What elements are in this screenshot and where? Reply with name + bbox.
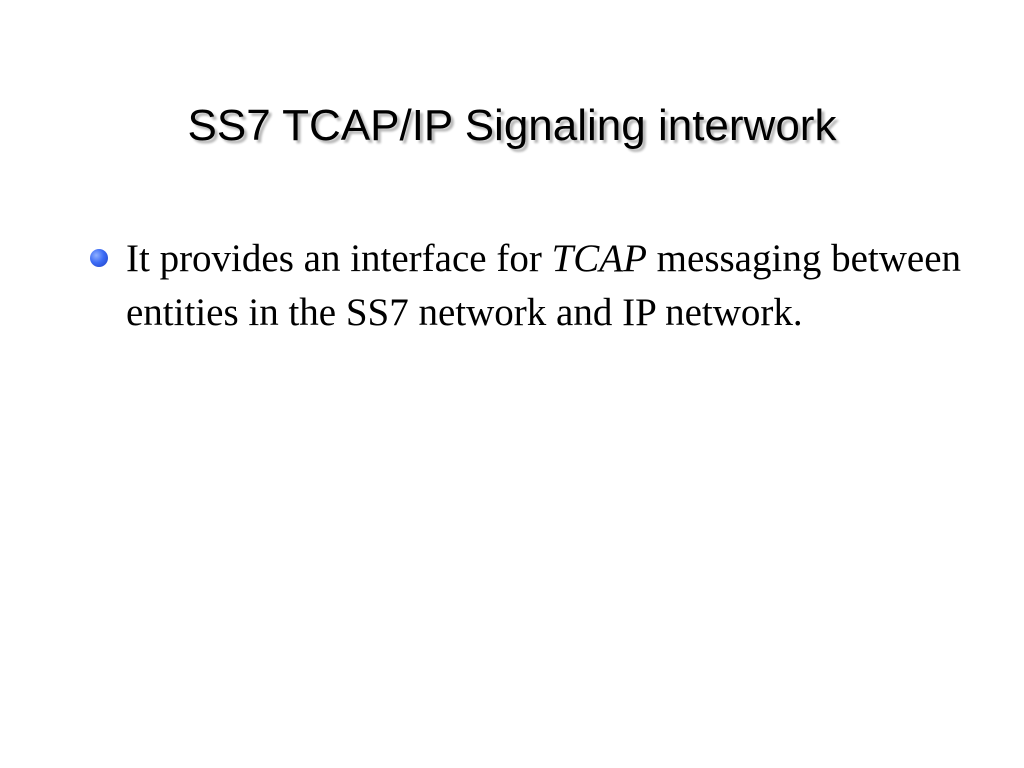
- bullet-item: It provides an interface for TCAP messag…: [88, 232, 968, 340]
- bullet-emphasis: TCAP: [551, 237, 647, 280]
- slide-title: SS7 TCAP/IP Signaling interwork: [187, 101, 837, 150]
- bullet-list: It provides an interface for TCAP messag…: [88, 232, 968, 340]
- bullet-dot-icon: [90, 249, 108, 267]
- bullet-text-after: messaging between entities in the SS7 ne…: [126, 237, 961, 334]
- bullet-text-before: It provides an interface for: [126, 237, 552, 280]
